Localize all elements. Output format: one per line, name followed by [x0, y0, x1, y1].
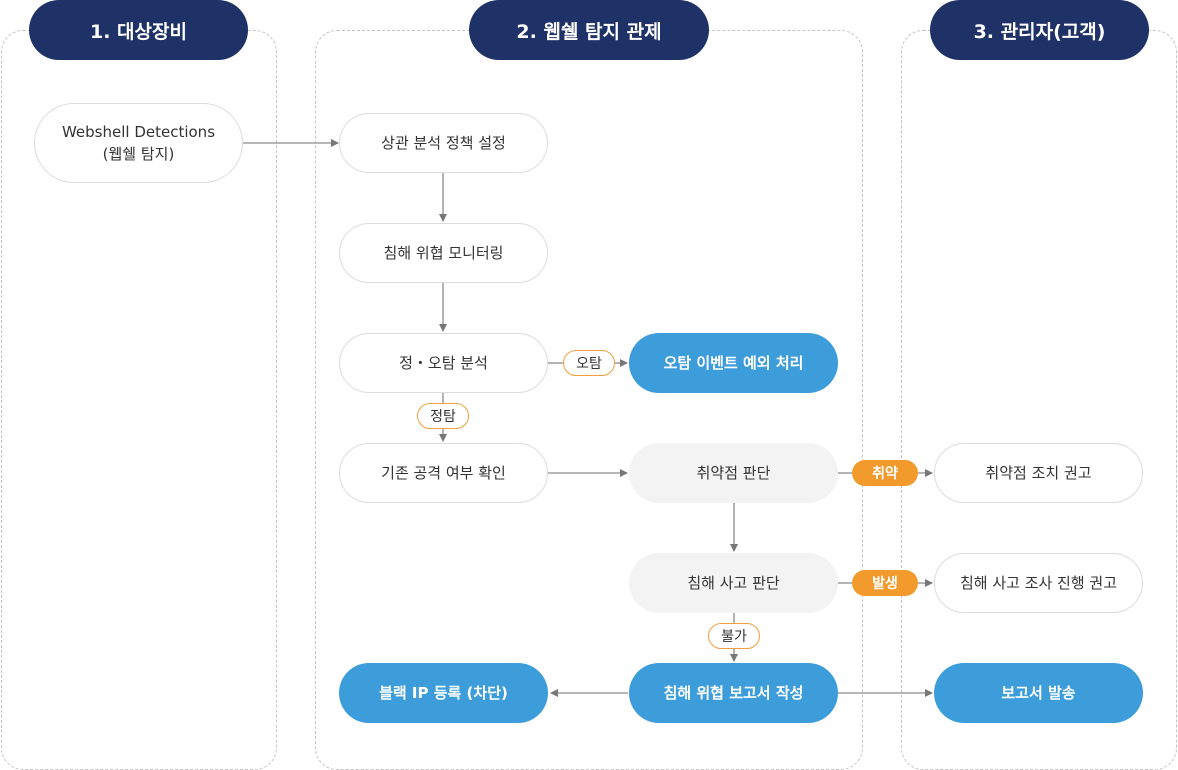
node-send: 보고서 발송: [934, 663, 1143, 723]
tag-impossible: 불가: [708, 623, 760, 649]
tag-false-positive: 오탐: [563, 350, 615, 376]
node-vuln-action-label: 취약점 조치 권고: [985, 463, 1092, 482]
tag-true-positive: 정탐: [417, 403, 469, 429]
node-incident-action-label: 침해 사고 조사 진행 권고: [959, 573, 1118, 592]
node-monitor-label: 침해 위협 모니터링: [383, 243, 504, 262]
node-incident-action: 침해 사고 조사 진행 권고: [934, 553, 1143, 613]
tag-occurred: 발생: [852, 570, 918, 596]
node-monitor: 침해 위협 모니터링: [339, 223, 548, 283]
node-vuln-action: 취약점 조치 권고: [934, 443, 1143, 503]
node-webshell-label: Webshell Detections (웹쉘 탐지): [61, 122, 216, 164]
lane-header-admin: 3. 관리자(고객): [930, 0, 1149, 60]
node-history: 기존 공격 여부 확인: [339, 443, 548, 503]
node-incident-judge: 침해 사고 판단: [629, 553, 838, 613]
node-incident-judge-label: 침해 사고 판단: [687, 573, 780, 592]
node-report: 침해 위협 보고서 작성: [629, 663, 838, 723]
node-exception: 오탐 이벤트 예외 처리: [629, 333, 838, 393]
node-policy-label: 상관 분석 정책 설정: [381, 133, 506, 152]
node-report-label: 침해 위협 보고서 작성: [663, 683, 804, 702]
node-send-label: 보고서 발송: [1001, 683, 1076, 702]
tag-vulnerable: 취약: [852, 460, 918, 486]
node-history-label: 기존 공격 여부 확인: [381, 463, 506, 482]
node-vuln-judge-label: 취약점 판단: [696, 463, 771, 482]
lane-header-control: 2. 웹쉘 탐지 관제: [469, 0, 709, 60]
node-analysis: 정・오탐 분석: [339, 333, 548, 393]
node-block-label: 블랙 IP 등록 (차단): [379, 683, 508, 702]
node-block: 블랙 IP 등록 (차단): [339, 663, 548, 723]
node-exception-label: 오탐 이벤트 예외 처리: [663, 353, 804, 372]
node-vuln-judge: 취약점 판단: [629, 443, 838, 503]
lane-header-target: 1. 대상장비: [29, 0, 248, 60]
node-policy: 상관 분석 정책 설정: [339, 113, 548, 173]
node-webshell-detections: Webshell Detections (웹쉘 탐지): [34, 103, 243, 183]
node-analysis-label: 정・오탐 분석: [399, 353, 488, 372]
